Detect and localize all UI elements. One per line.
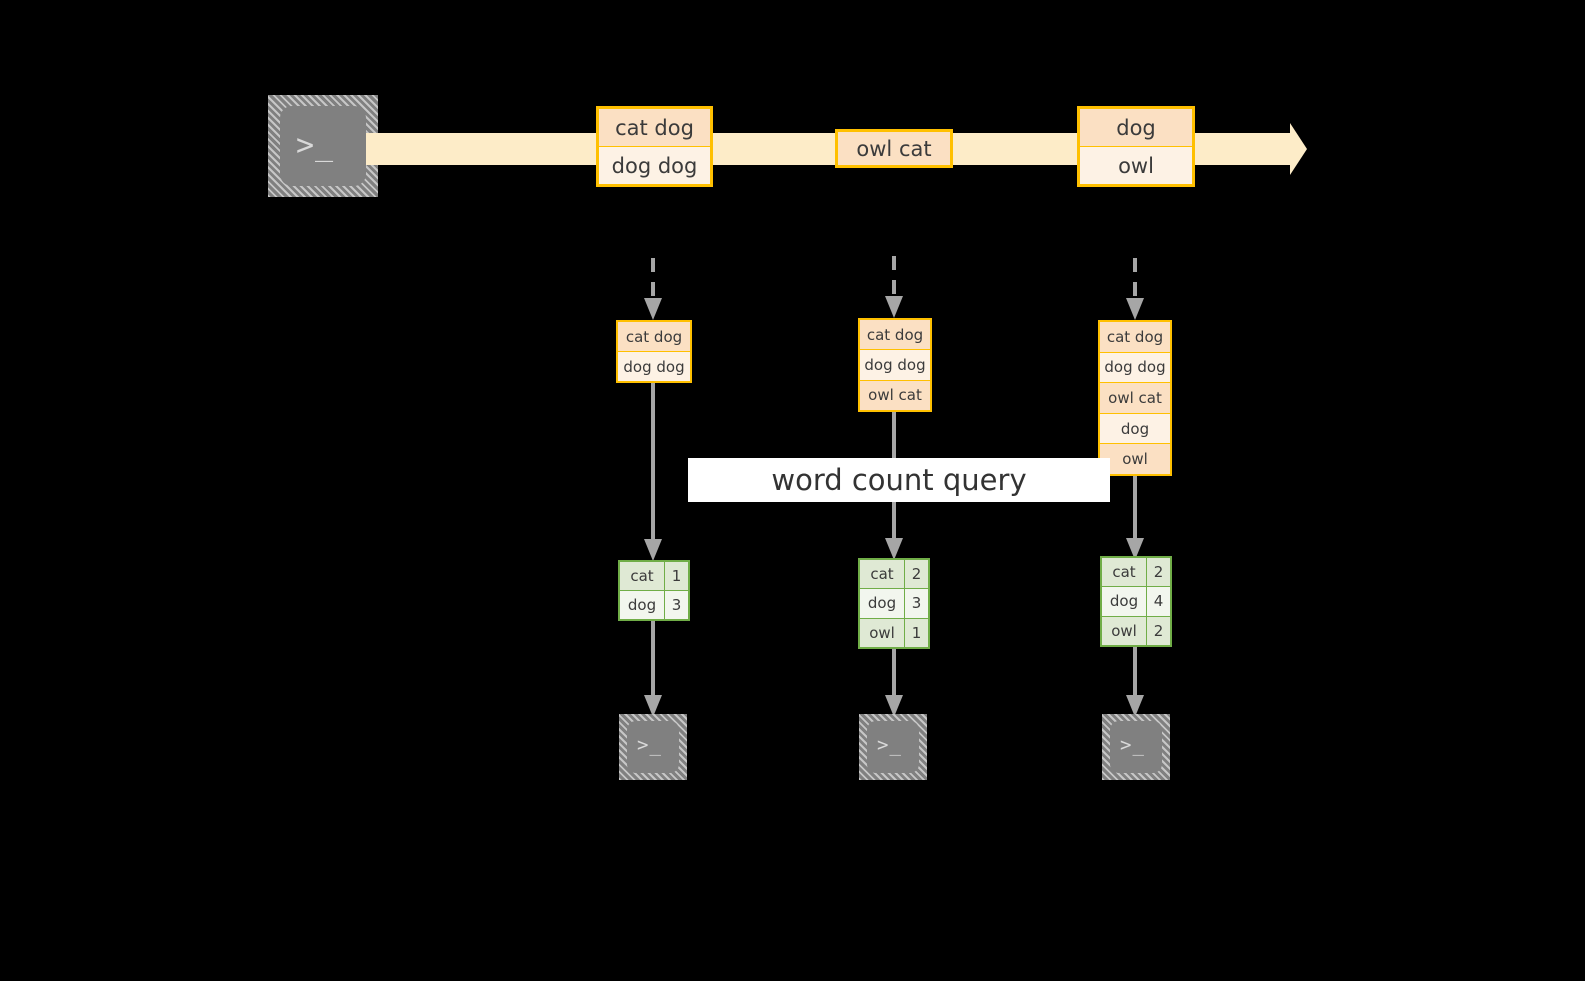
result-word: dog — [860, 589, 905, 618]
result-count: 1 — [665, 562, 688, 590]
sink-terminal-icon-1: >_ — [619, 714, 687, 780]
result-count: 2 — [1147, 558, 1170, 587]
stream-record-3[interactable]: dog owl — [1077, 106, 1195, 187]
snapshot-line: dog dog — [618, 352, 690, 381]
snapshot-line: dog dog — [1100, 352, 1170, 384]
result-count: 3 — [665, 591, 688, 619]
snapshot-1-box[interactable]: cat dog dog dog — [616, 320, 692, 383]
result-2-sink-connector — [885, 649, 903, 717]
snapshot-1-query-connector — [644, 383, 662, 561]
sink-terminal-body — [627, 721, 679, 773]
snapshot-line: owl cat — [860, 380, 930, 410]
stream-record-line: owl cat — [838, 132, 950, 165]
stream-record-line: dog — [1080, 109, 1192, 147]
source-terminal-body — [280, 106, 366, 186]
stream-record-2[interactable]: owl cat — [835, 129, 953, 168]
result-count: 4 — [1147, 587, 1170, 616]
result-row: dog 4 — [1102, 587, 1170, 617]
sink-terminal-icon-2: >_ — [859, 714, 927, 780]
query-label-text: word count query — [771, 463, 1027, 497]
result-count: 2 — [905, 560, 928, 589]
snapshot-3-inbound-connector — [1126, 258, 1144, 320]
result-count: 1 — [905, 618, 928, 647]
result-word: owl — [1102, 616, 1147, 645]
stream-record-line: dog dog — [599, 147, 710, 184]
stream-arrowhead — [1290, 123, 1307, 175]
query-label: word count query — [688, 458, 1110, 502]
source-terminal-prompt-glyph: >_ — [296, 128, 335, 163]
result-word: cat — [860, 560, 905, 589]
snapshot-1-inbound-connector — [644, 258, 662, 320]
snapshot-2-inbound-connector — [885, 256, 903, 318]
result-row: owl 2 — [1102, 616, 1170, 645]
result-row: cat 2 — [860, 560, 928, 590]
snapshot-3-query-connector — [1126, 476, 1144, 560]
snapshot-line: dog dog — [860, 350, 930, 381]
source-terminal-icon: >_ — [268, 95, 378, 197]
snapshot-line: owl cat — [1100, 383, 1170, 414]
result-count: 2 — [1147, 616, 1170, 645]
result-word: cat — [620, 562, 665, 590]
result-row: cat 2 — [1102, 558, 1170, 588]
snapshot-line: cat dog — [860, 320, 930, 351]
sink-terminal-body — [1110, 721, 1162, 773]
sink-terminal-icon-3: >_ — [1102, 714, 1170, 780]
snapshot-line: cat dog — [618, 322, 690, 352]
sink-terminal-prompt-glyph: >_ — [1120, 734, 1145, 756]
snapshot-line: owl — [1100, 444, 1170, 474]
snapshot-3-box[interactable]: cat dog dog dog owl cat dog owl — [1098, 320, 1172, 476]
snapshot-line: cat dog — [1100, 322, 1170, 353]
stream-record-line: owl — [1080, 147, 1192, 184]
snapshot-2-box[interactable]: cat dog dog dog owl cat — [858, 318, 932, 412]
result-1-sink-connector — [644, 621, 662, 717]
sink-terminal-body — [867, 721, 919, 773]
result-table-1[interactable]: cat 1 dog 3 — [618, 560, 690, 621]
result-word: cat — [1102, 558, 1147, 587]
result-row: cat 1 — [620, 562, 688, 591]
result-word: dog — [1102, 587, 1147, 616]
stream-record-line: cat dog — [599, 109, 710, 147]
result-word: dog — [620, 591, 665, 619]
result-word: owl — [860, 618, 905, 647]
result-table-3[interactable]: cat 2 dog 4 owl 2 — [1100, 556, 1172, 647]
result-row: dog 3 — [620, 591, 688, 619]
result-3-sink-connector — [1126, 647, 1144, 717]
snapshot-line: dog — [1100, 413, 1170, 445]
result-row: dog 3 — [860, 589, 928, 619]
result-table-2[interactable]: cat 2 dog 3 owl 1 — [858, 558, 930, 649]
sink-terminal-prompt-glyph: >_ — [877, 734, 902, 756]
result-count: 3 — [905, 589, 928, 618]
stream-record-1[interactable]: cat dog dog dog — [596, 106, 713, 187]
result-row: owl 1 — [860, 618, 928, 647]
sink-terminal-prompt-glyph: >_ — [637, 734, 662, 756]
